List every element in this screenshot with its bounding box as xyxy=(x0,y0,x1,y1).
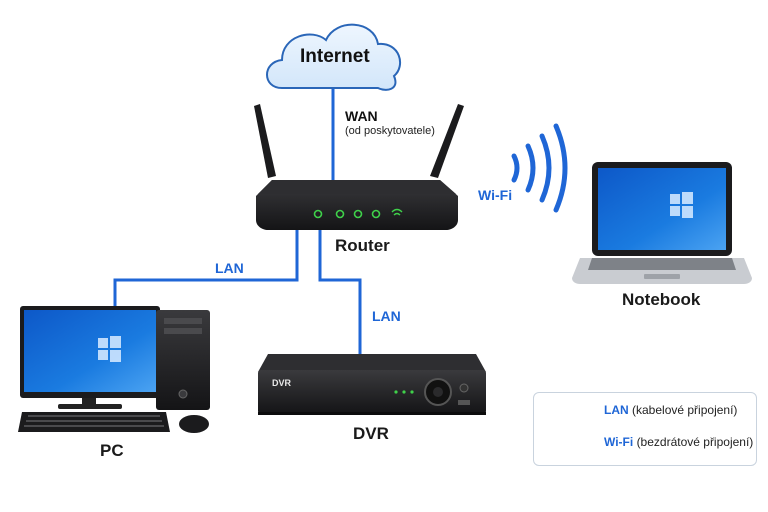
lan-line-dvr xyxy=(318,226,362,354)
legend: LAN (kabelové připojení) Wi-Fi (bezdráto… xyxy=(533,392,757,466)
internet-label: Internet xyxy=(300,46,370,67)
dvr-device-text: DVR xyxy=(272,378,292,388)
wifi-label: Wi-Fi xyxy=(478,187,513,203)
connection-lines xyxy=(113,88,362,354)
pc-monitor-icon xyxy=(20,306,160,409)
notebook-icon xyxy=(572,162,752,284)
keyboard-icon xyxy=(18,412,170,432)
legend-row-lan: LAN (kabelové připojení) xyxy=(534,399,756,423)
wan-note: (od poskytovatele) xyxy=(345,125,435,137)
router-icon xyxy=(254,104,464,230)
dvr-icon xyxy=(258,354,486,415)
internet-cloud-icon xyxy=(266,23,402,91)
pc-label: PC xyxy=(100,441,124,460)
router-label: Router xyxy=(335,236,390,255)
mouse-icon xyxy=(179,415,209,433)
legend-wifi-key: Wi-Fi xyxy=(604,435,634,449)
lan-label-dvr: LAN xyxy=(372,308,401,324)
pc-tower-icon xyxy=(156,310,210,410)
wifi-waves-icon xyxy=(511,123,568,213)
notebook-label: Notebook xyxy=(622,290,701,309)
lan-label-pc: LAN xyxy=(215,260,244,276)
dvr-label: DVR xyxy=(353,424,389,443)
wan-label: WAN xyxy=(345,108,378,124)
legend-wifi-desc: (bezdrátové připojení) xyxy=(636,435,754,449)
legend-row-wifi: Wi-Fi (bezdrátové připojení) xyxy=(534,431,756,455)
legend-lan-desc: (kabelové připojení) xyxy=(632,403,738,417)
lan-line-pc xyxy=(113,226,299,306)
legend-lan-key: LAN xyxy=(604,403,629,417)
